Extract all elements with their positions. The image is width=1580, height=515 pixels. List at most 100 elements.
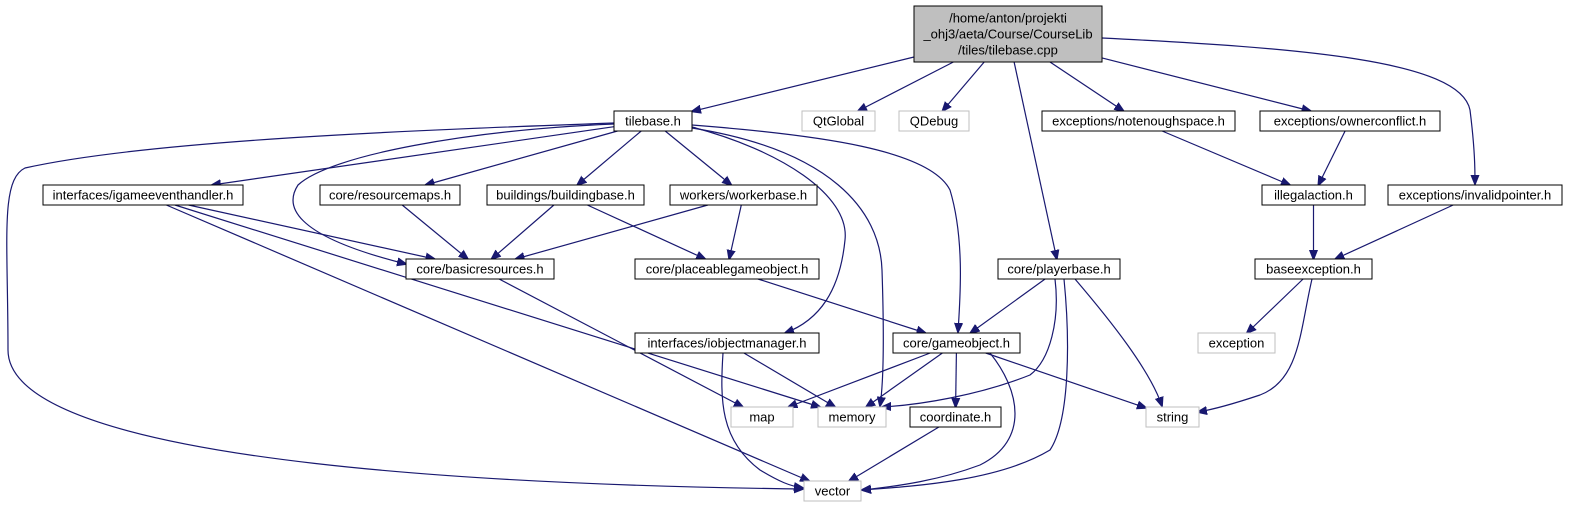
- node-root[interactable]: /home/anton/projekti_ohj3/aeta/Course/Co…: [913, 5, 1103, 63]
- node-box: [1197, 332, 1276, 354]
- node-label: QDebug: [910, 114, 958, 129]
- edge-basicres-to-map: [498, 278, 743, 407]
- node-box: [669, 184, 818, 206]
- node-vector: vector: [803, 480, 862, 502]
- edge-gameobject-to-memory: [866, 352, 943, 407]
- edge-tilebase-to-iobjmgr: [691, 126, 846, 333]
- node-box: [634, 258, 820, 280]
- node-box: [486, 184, 645, 206]
- edge-buildingbase-to-basicres: [492, 204, 555, 259]
- node-box: [319, 184, 461, 206]
- node-gameobject[interactable]: core/gameobject.h: [892, 332, 1021, 354]
- edge-ownerconflict-to-illegal: [1318, 130, 1346, 185]
- node-box: [801, 110, 876, 132]
- edge-igameevent-to-memory: [174, 204, 820, 407]
- node-label: core/resourcemaps.h: [329, 188, 451, 203]
- node-box: [997, 258, 1121, 280]
- node-box: [405, 258, 555, 280]
- node-box: [730, 406, 794, 428]
- node-illegal[interactable]: illegalaction.h: [1261, 184, 1366, 206]
- node-box: [1261, 184, 1366, 206]
- node-workerbase[interactable]: workers/workerbase.h: [669, 184, 818, 206]
- edge-root-to-invalidptr: [1101, 37, 1475, 184]
- edge-tilebase-to-gameobject: [691, 124, 960, 332]
- edge-workerbase-to-basicres: [516, 204, 709, 259]
- edge-root-to-notenough: [1049, 61, 1124, 111]
- node-label: memory: [829, 410, 876, 425]
- edge-gameobject-to-vector: [862, 352, 1016, 490]
- node-label: illegalaction.h: [1274, 188, 1353, 203]
- edge-tilebase-to-workerbase: [664, 130, 731, 185]
- node-label: map: [749, 410, 774, 425]
- node-coordinate[interactable]: coordinate.h: [909, 406, 1002, 428]
- node-label: tilebase.h: [625, 114, 681, 129]
- edge-iobjmgr-to-vector: [721, 352, 803, 488]
- node-qtglobal: QtGlobal: [801, 110, 876, 132]
- edge-root-to-playerbase: [1013, 61, 1057, 259]
- node-label: baseexception.h: [1266, 262, 1361, 277]
- node-label: QtGlobal: [813, 114, 864, 129]
- edge-tilebase-to-resourcemaps: [426, 130, 618, 185]
- node-label: core/basicresources.h: [416, 262, 543, 277]
- dependency-edges: [6, 37, 1475, 490]
- edge-iobjmgr-to-memory: [743, 352, 835, 407]
- node-map: map: [730, 406, 794, 428]
- edge-coordinate-to-vector: [849, 426, 940, 481]
- node-buildingbase[interactable]: buildings/buildingbase.h: [486, 184, 645, 206]
- node-box: [1254, 258, 1373, 280]
- edge-notenough-to-illegal: [1161, 130, 1290, 185]
- edge-workerbase-to-placeable: [729, 204, 742, 259]
- node-label: vector: [815, 484, 851, 499]
- edge-invalidptr-to-baseexc: [1335, 204, 1454, 259]
- node-box: [634, 332, 820, 354]
- node-label: buildings/buildingbase.h: [496, 188, 635, 203]
- node-placeable[interactable]: core/placeablegameobject.h: [634, 258, 820, 280]
- edge-tilebase-to-vector: [6, 122, 803, 489]
- node-box: [1145, 406, 1200, 428]
- edge-root-to-qdebug: [943, 61, 985, 111]
- node-playerbase[interactable]: core/playerbase.h: [997, 258, 1121, 280]
- node-box: [913, 5, 1103, 63]
- edge-baseexc-to-exception: [1247, 278, 1304, 333]
- node-baseexc[interactable]: baseexception.h: [1254, 258, 1373, 280]
- node-label: _ohj3/aeta/Course/CourseLib: [922, 27, 1092, 42]
- node-tilebase[interactable]: tilebase.h: [613, 110, 693, 132]
- node-label: exceptions/ownerconflict.h: [1274, 114, 1426, 129]
- edge-tilebase-to-igameevent: [212, 126, 615, 185]
- edge-root-to-ownerconflict: [1101, 57, 1311, 111]
- edge-playerbase-to-vector: [862, 278, 1069, 490]
- node-invalidptr[interactable]: exceptions/invalidpointer.h: [1387, 184, 1563, 206]
- edge-tilebase-to-memory: [691, 127, 883, 406]
- node-label: coordinate.h: [920, 410, 992, 425]
- edge-igameevent-to-vector: [166, 204, 809, 481]
- node-label: exception: [1209, 336, 1265, 351]
- node-label: core/placeablegameobject.h: [646, 262, 809, 277]
- dependency-nodes: /home/anton/projekti_ohj3/aeta/Course/Co…: [42, 5, 1563, 502]
- node-notenough[interactable]: exceptions/notenoughspace.h: [1041, 110, 1236, 132]
- edge-igameevent-to-basicres: [188, 204, 435, 259]
- node-iobjmgr[interactable]: interfaces/iobjectmanager.h: [634, 332, 820, 354]
- edge-root-to-tilebase: [692, 56, 915, 111]
- edge-gameobject-to-map: [788, 352, 931, 407]
- node-box: [892, 332, 1021, 354]
- edge-placeable-to-gameobject: [757, 278, 926, 333]
- node-box: [898, 110, 970, 132]
- node-resourcemaps[interactable]: core/resourcemaps.h: [319, 184, 461, 206]
- node-box: [817, 406, 887, 428]
- edge-buildingbase-to-placeable: [587, 204, 705, 259]
- node-label: core/gameobject.h: [903, 336, 1010, 351]
- node-igameevent[interactable]: interfaces/igameeventhandler.h: [42, 184, 244, 206]
- node-box: [613, 110, 693, 132]
- node-box: [1259, 110, 1441, 132]
- edge-tilebase-to-buildingbase: [577, 130, 642, 185]
- node-box: [1387, 184, 1563, 206]
- node-label: workers/workerbase.h: [679, 188, 807, 203]
- node-label: /tiles/tilebase.cpp: [958, 43, 1058, 58]
- edge-playerbase-to-gameobject: [970, 278, 1046, 333]
- node-ownerconflict[interactable]: exceptions/ownerconflict.h: [1259, 110, 1441, 132]
- node-label: interfaces/iobjectmanager.h: [648, 336, 807, 351]
- node-memory: memory: [817, 406, 887, 428]
- node-box: [803, 480, 862, 502]
- node-basicres[interactable]: core/basicresources.h: [405, 258, 555, 280]
